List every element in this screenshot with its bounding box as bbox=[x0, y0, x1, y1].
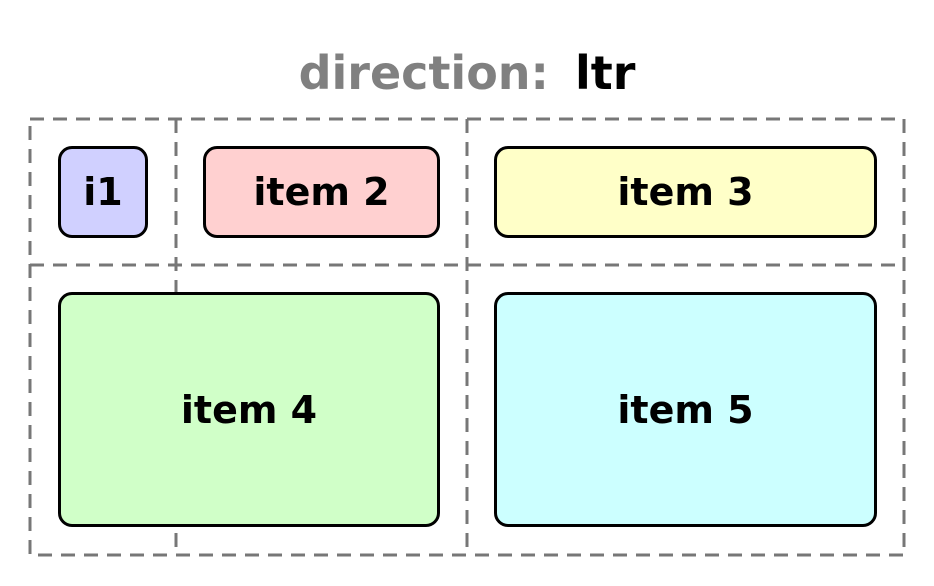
grid-item-2: item 2 bbox=[203, 146, 440, 238]
grid-item-3-label: item 3 bbox=[617, 170, 754, 214]
grid-item-2-label: item 2 bbox=[253, 170, 390, 214]
grid-item-5-label: item 5 bbox=[617, 387, 754, 432]
grid-item-4-label: item 4 bbox=[180, 387, 318, 432]
grid-item-3: item 3 bbox=[494, 146, 877, 238]
grid-item-1: i1 bbox=[58, 146, 148, 238]
diagram-title: direction: ltr bbox=[0, 38, 934, 108]
grid-item-5: item 5 bbox=[494, 292, 877, 527]
title-value: ltr bbox=[574, 46, 636, 100]
grid-item-1-label: i1 bbox=[83, 170, 123, 214]
grid-item-4: item 4 bbox=[58, 292, 440, 527]
title-property: direction: bbox=[298, 46, 549, 100]
